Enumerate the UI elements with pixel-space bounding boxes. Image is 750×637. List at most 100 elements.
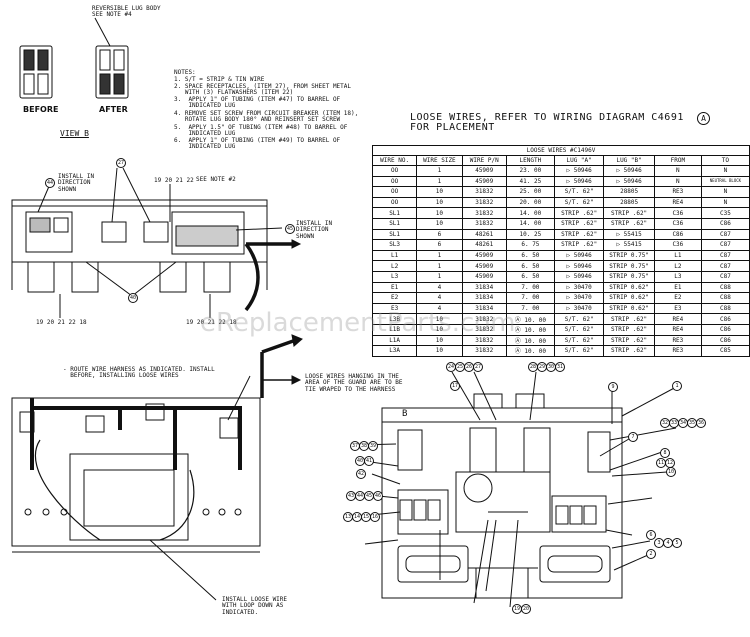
install-direction-note-left: INSTALL IN DIRECTION SHOWN xyxy=(58,173,95,193)
callout-balloon: 2 xyxy=(646,549,656,559)
loose-wires-cell: 31834 xyxy=(461,292,507,304)
lower-left-panel-assembly xyxy=(11,334,303,601)
after-label: AFTER xyxy=(99,105,128,114)
loose-wires-cell: 10 xyxy=(416,323,463,336)
loose-wires-cell: 45909 xyxy=(461,270,507,283)
callout-44: 44 xyxy=(45,178,55,188)
note-6: 6. APPLY 1" OF TUBING (ITEM #49) TO BARR… xyxy=(174,137,341,151)
note-1: 1. S/T = STRIP & TIN WIRE xyxy=(174,76,265,83)
loose-wires-cell: C87 xyxy=(700,270,750,283)
col-lug-a: LUG "A" xyxy=(553,155,605,166)
loose-wires-cell: C88 xyxy=(700,281,750,294)
callout-balloon: 1 xyxy=(672,381,682,391)
callout-balloon: 5 xyxy=(672,538,682,548)
loose-wires-cell: 10 xyxy=(416,313,463,325)
callout-balloon: 17 xyxy=(450,381,460,391)
col-wire-pn: WIRE P/N xyxy=(461,155,507,166)
view-b-title: VIEW B xyxy=(60,129,89,138)
loose-wires-cell: S/T. 62" xyxy=(553,334,605,347)
loose-wires-cell: 10 xyxy=(416,345,463,357)
reference-a-circle: A xyxy=(697,112,710,125)
loose-wires-cell: ▷ 30470 xyxy=(553,281,605,294)
note-5: 5. APPLY 1.5" OF TUBING (ITEM #48) TO BA… xyxy=(174,124,348,138)
install-loop-note: INSTALL LOOSE WIRE WITH LOOP DOWN AS IND… xyxy=(222,596,288,616)
loose-wires-cell: 31832 xyxy=(461,334,507,347)
loose-wires-cell: ▷ 50946 xyxy=(553,270,605,283)
loose-wires-cell: S/T. 62" xyxy=(553,313,605,325)
after-breaker-sketch xyxy=(95,45,129,99)
callout-balloon: 16 xyxy=(370,512,380,522)
callout-balloon: 46 xyxy=(373,491,383,501)
loose-wires-cell: S/T. 62" xyxy=(553,323,605,336)
callout-balloon: 41 xyxy=(364,456,374,466)
lower-right-panel-assembly xyxy=(357,371,679,608)
loose-wires-cell: 4 xyxy=(416,302,463,315)
see-note-2-label: SEE NOTE #2 xyxy=(196,176,236,183)
loose-wires-cell: C88 xyxy=(700,292,750,304)
loose-wires-table: LOOSE WIRES #C1496V WIRE NO. WIRE SIZE W… xyxy=(371,145,750,357)
callout-group-top: 19 20 21 22 xyxy=(154,177,194,184)
callout-group-bottom-right: 19 20 21 22 18 xyxy=(186,319,237,326)
callout-27: 27 xyxy=(116,158,126,168)
loose-wires-cell: ▷ 50946 xyxy=(553,249,605,262)
callout-balloon: 39 xyxy=(368,441,378,451)
loose-wires-cell: ▷ 30470 xyxy=(553,292,605,304)
reversible-leader xyxy=(94,17,111,47)
before-breaker-sketch xyxy=(19,45,53,99)
loose-wires-cell: C86 xyxy=(700,323,750,336)
reversible-lug-note: REVERSIBLE LUG BODY SEE NOTE #4 xyxy=(92,5,161,19)
callout-balloon: 10 xyxy=(666,467,676,477)
note-4: 4. REMOVE SET SCREW FROM CIRCUIT BREAKER… xyxy=(174,110,359,124)
callout-balloon: 36 xyxy=(696,418,706,428)
loose-wires-cell: 31832 xyxy=(461,345,507,357)
loose-wires-cell: C87 xyxy=(700,260,750,272)
loose-wires-header-row: WIRE NO. WIRE SIZE WIRE P/N LENGTH LUG "… xyxy=(371,155,750,166)
callout-balloon: 7 xyxy=(628,432,638,442)
loose-wires-cell: ▷ 50946 xyxy=(553,260,605,272)
loose-wires-cell: C85 xyxy=(700,345,750,357)
loose-wires-hanging-note: LOOSE WIRES HANGING IN THE AREA OF THE G… xyxy=(305,373,403,393)
loose-wires-cell: 1 xyxy=(416,270,463,283)
callout-balloon: 42 xyxy=(356,469,366,479)
callout-45: 45 xyxy=(285,224,295,234)
before-label: BEFORE xyxy=(23,105,59,114)
notes-header: NOTES: xyxy=(174,69,196,76)
callout-balloon: 31 xyxy=(555,362,565,372)
col-wire-size: WIRE SIZE xyxy=(416,155,463,166)
loose-wires-cell: 1 xyxy=(416,260,463,272)
callout-balloon: 12 xyxy=(665,458,675,468)
loose-wires-cell: S/T. 62" xyxy=(553,345,605,357)
loose-wires-cell: 4 xyxy=(416,281,463,294)
route-harness-note: - ROUTE WIRE HARNESS AS INDICATED. INSTA… xyxy=(63,366,215,380)
loose-wires-heading-2: FOR PLACEMENT xyxy=(410,122,495,133)
install-direction-note-right: INSTALL IN DIRECTION SHOWN xyxy=(296,220,333,240)
callout-40: 40 xyxy=(128,293,138,303)
callout-balloon: 9 xyxy=(608,382,618,392)
upper-panel-assembly xyxy=(11,167,302,318)
callout-balloon: 27 xyxy=(473,362,483,372)
note-3: 3. APPLY 1" OF TUBING (ITEM #47) TO BARR… xyxy=(174,96,341,110)
loose-wires-cell: 31834 xyxy=(461,302,507,315)
loose-wires-heading: LOOSE WIRES, REFER TO WIRING DIAGRAM C46… xyxy=(410,112,684,123)
loose-wires-cell: 31832 xyxy=(461,323,507,336)
loose-wires-cell: 45909 xyxy=(461,260,507,272)
loose-wires-cell: C87 xyxy=(700,249,750,262)
loose-wires-cell: C86 xyxy=(700,334,750,347)
loose-wires-cell: ▷ 30470 xyxy=(553,302,605,315)
note-2: 2. SPACE RECEPTACLES, (ITEM 27), FROM SH… xyxy=(174,83,352,97)
loose-wires-cell: C86 xyxy=(700,313,750,325)
callout-group-bottom-left: 19 20 21 22 18 xyxy=(36,319,87,326)
col-to: TO xyxy=(700,155,750,166)
